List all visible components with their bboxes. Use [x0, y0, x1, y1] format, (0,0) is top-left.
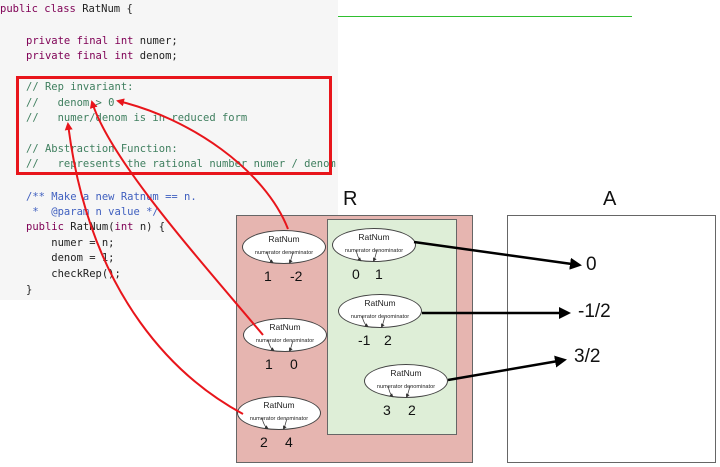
rep-invariant-highlight-box: [16, 76, 332, 175]
code-javadoc-summary: /** Make a new Ratnum == n.: [26, 191, 197, 203]
denominator-value: -2: [290, 268, 303, 284]
object-ellipse: [364, 364, 448, 398]
code-field-numer: private final int numer;: [26, 35, 178, 47]
object-ellipse: [338, 294, 422, 328]
object-title: RatNum: [364, 298, 396, 308]
numerator-value: -1: [358, 332, 371, 348]
code-constructor-signature: public RatNum(int n) {: [26, 221, 166, 233]
numerator-value: 1: [264, 268, 272, 284]
object-title: RatNum: [269, 322, 301, 332]
object-fields: numerator denominator: [255, 338, 315, 344]
object-ellipse: [237, 396, 321, 430]
numerator-value: 0: [352, 266, 360, 282]
numerator-value: 2: [260, 434, 268, 450]
denominator-value: 4: [285, 434, 293, 450]
denominator-value: 2: [384, 332, 392, 348]
ratnum-object-2-4: RatNum numerator denominator 2 4: [237, 396, 321, 452]
numerator-value: 3: [383, 402, 391, 418]
object-fields: numerator denominator: [249, 416, 309, 422]
ratnum-object-1-0: RatNum numerator denominator 1 0: [243, 318, 327, 374]
denominator-value: 0: [290, 356, 298, 372]
ratnum-object-0-1: RatNum numerator denominator 0 1: [332, 228, 416, 284]
object-title: RatNum: [263, 400, 295, 410]
object-fields: numerator denominator: [254, 250, 314, 256]
ratnum-object-3-2: RatNum numerator denominator 3 2: [364, 364, 448, 420]
object-fields: numerator denominator: [376, 384, 436, 390]
object-title: RatNum: [358, 232, 390, 242]
code-assign-denom: denom = 1;: [26, 252, 115, 264]
abstract-value-zero: 0: [586, 254, 597, 275]
ratnum-object-1-neg2: RatNum numerator denominator 1 -2: [242, 230, 326, 286]
denominator-value: 1: [375, 266, 383, 282]
object-fields: numerator denominator: [350, 314, 410, 320]
denominator-value: 2: [408, 402, 416, 418]
abstract-value-neg-half: -1/2: [578, 301, 611, 322]
numerator-value: 1: [265, 356, 273, 372]
object-title: RatNum: [390, 368, 422, 378]
code-class-declaration: public class RatNum {: [0, 3, 133, 15]
code-close-brace: }: [26, 284, 33, 296]
abstract-value-three-halves: 3/2: [574, 346, 601, 367]
code-comment-rep-invariant: // Rep invariant:: [26, 81, 134, 93]
label-a: A: [603, 188, 617, 210]
object-title: RatNum: [268, 234, 300, 244]
abstract-space-box: [507, 215, 716, 463]
divider-line: [338, 16, 632, 17]
code-field-denom: private final int denom;: [26, 50, 178, 62]
ratnum-object-neg1-2: RatNum numerator denominator -1 2: [338, 294, 422, 350]
code-assign-numer: numer = n;: [26, 237, 115, 249]
label-r: R: [343, 188, 358, 210]
code-javadoc-param: * @param n value */: [26, 206, 159, 218]
object-fields: numerator denominator: [344, 248, 404, 254]
code-check-rep: checkRep();: [26, 268, 121, 280]
